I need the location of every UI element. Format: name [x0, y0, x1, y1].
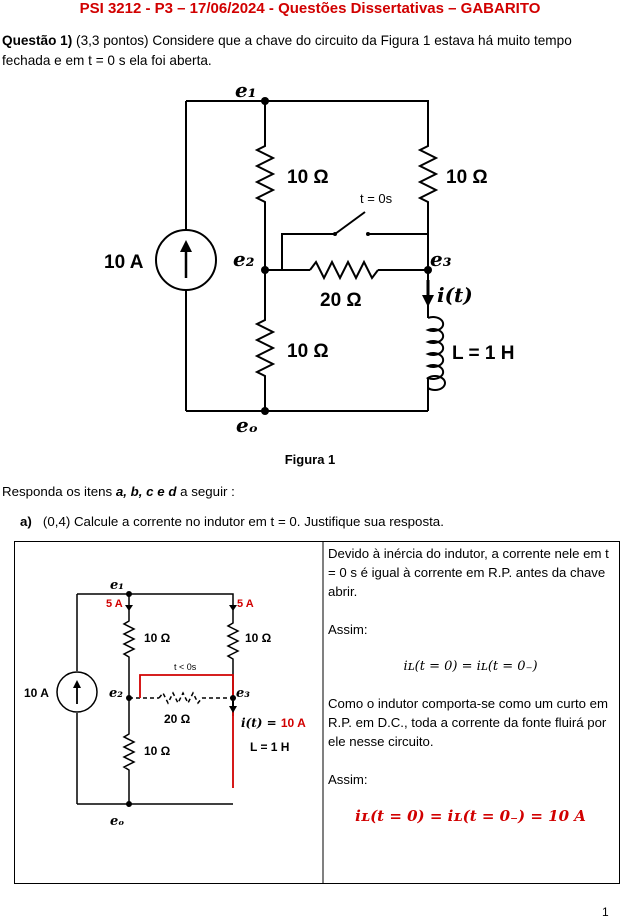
question-points: (3,3 pontos) — [76, 33, 149, 48]
page-number: 1 — [602, 905, 609, 919]
current-right-arrow-icon — [229, 605, 237, 611]
label-e1: e₁ — [235, 78, 256, 102]
instructions-prefix: Responda os itens — [2, 484, 116, 499]
answer-paragraph-1: Devido à inércia do indutor, a corrente … — [328, 546, 609, 599]
label-a-inductor: L = 1 H — [250, 740, 289, 754]
page-title: PSI 3212 - P3 – 17/06/2024 - Questões Di… — [79, 0, 541, 17]
label-a-r-left-top: 10 Ω — [144, 631, 171, 645]
label-e3: e₃ — [430, 247, 452, 271]
label-a-e3: e₃ — [236, 686, 250, 701]
label-a-eo: eₒ — [110, 814, 124, 829]
label-a-r-right-top: 10 Ω — [245, 631, 272, 645]
question-label: Questão 1) — [2, 33, 73, 48]
answer-paragraph-2: Assim: — [328, 622, 368, 637]
question-1: Questão 1) (3,3 pontos) Considere que a … — [2, 31, 614, 71]
source-a-arrow-icon — [73, 680, 81, 688]
source-arrow-icon — [180, 240, 192, 252]
label-a-r-mid: 20 Ω — [164, 712, 191, 726]
label-r-right-top: 10 Ω — [446, 167, 488, 188]
current-arrow-icon — [422, 295, 434, 307]
item-a-text: (0,4) Calcule a corrente no indutor em t… — [42, 514, 444, 529]
node-eo-dot — [261, 407, 269, 415]
label-a-i-right: 5 A — [237, 598, 254, 610]
label-a-current-text: i(t) = — [241, 716, 281, 730]
instructions-items: a, b, c e d — [115, 484, 177, 499]
current-a-arrow-icon — [229, 706, 237, 713]
figure-1-caption: Figura 1 — [284, 452, 336, 467]
node-e3-dot — [424, 266, 432, 274]
answer-text: Devido à inércia do indutor, a corrente … — [328, 544, 613, 826]
label-eo: eₒ — [236, 413, 258, 437]
label-a-current-value: 10 A — [281, 716, 306, 730]
node-e2-dot — [261, 266, 269, 274]
label-source: 10 A — [104, 252, 144, 273]
figure-1-circuit: e₁ e₂ e₃ eₒ 10 A 10 Ω 10 Ω t = 0s 20 Ω i… — [104, 78, 514, 437]
item-a-label: a) — [20, 514, 32, 529]
label-a-source: 10 A — [24, 686, 49, 700]
label-e2: e₂ — [233, 247, 255, 271]
label-current: i(t) — [437, 283, 473, 307]
label-inductor: L = 1 H — [452, 343, 514, 364]
current-left-arrow-icon — [125, 605, 133, 611]
answer-paragraph-3: Como o indutor comporta-se como um curto… — [328, 696, 608, 749]
label-a-e2: e₂ — [109, 686, 123, 701]
instructions: Responda os itens a, b, c e d a seguir : — [2, 484, 235, 499]
label-r-left-top: 10 Ω — [287, 167, 329, 188]
figure-a-circuit: e₁ e₂ e₃ eₒ 10 A 5 A 5 A 10 Ω 10 Ω t < 0… — [24, 578, 306, 829]
label-switch: t = 0s — [360, 191, 393, 206]
answer-paragraph-4: Assim: — [328, 772, 368, 787]
node-e1-dot — [261, 97, 269, 105]
label-a-e1: e₁ — [110, 578, 124, 593]
item-a: a) (0,4) Calcule a corrente no indutor e… — [20, 514, 444, 529]
label-r-mid: 20 Ω — [320, 290, 362, 311]
label-a-i-left: 5 A — [106, 598, 123, 610]
answer-equation-1: iʟ(t = 0) = iʟ(t = 0₋) — [403, 659, 538, 674]
label-a-switch: t < 0s — [174, 662, 197, 672]
answer-equation-2: iʟ(t = 0) = iʟ(t = 0₋) = 10 A — [355, 807, 586, 825]
label-r-left-bottom: 10 Ω — [287, 341, 329, 362]
label-a-r-left-bottom: 10 Ω — [144, 744, 171, 758]
question-text: Considere que a chave do circuito da Fig… — [2, 33, 572, 68]
label-a-current: i(t) = 10 A — [241, 716, 306, 730]
instructions-suffix: a seguir : — [176, 484, 235, 499]
